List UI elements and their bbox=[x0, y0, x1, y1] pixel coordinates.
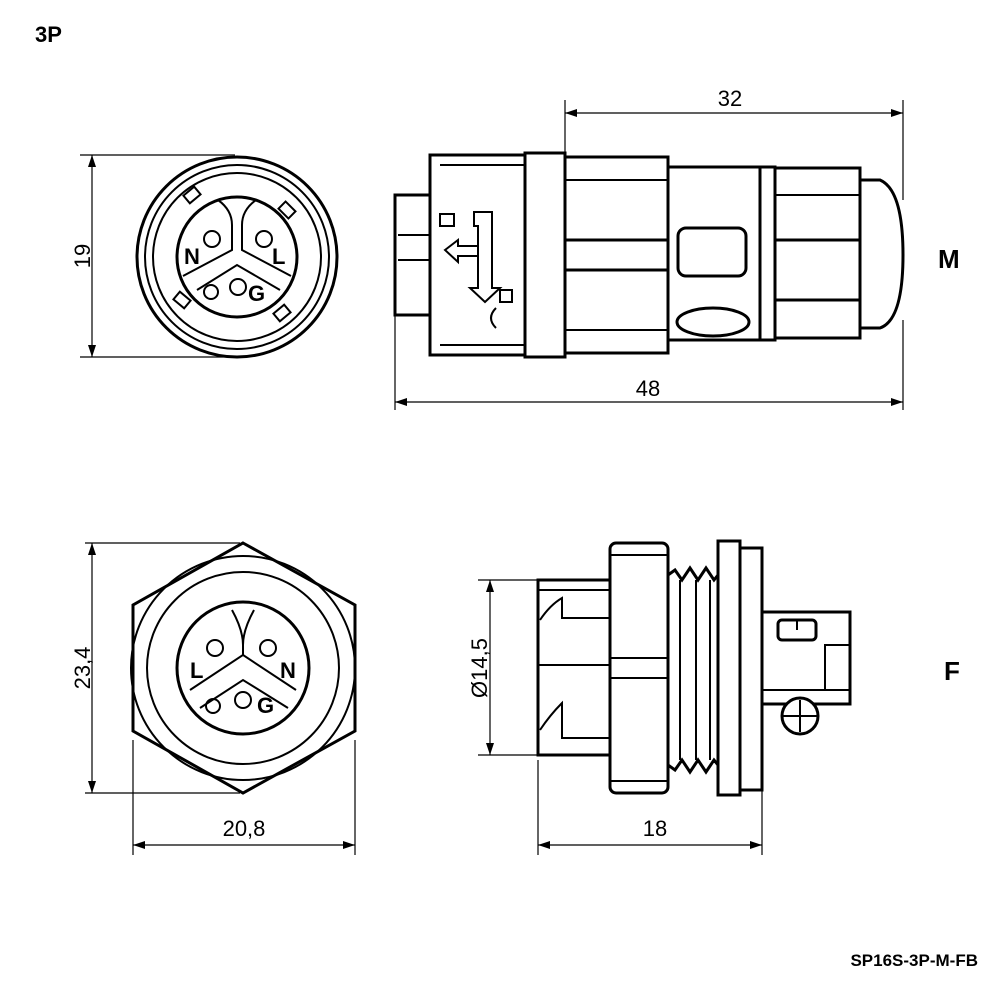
ring-edge bbox=[146, 571, 340, 765]
dim-diameter: Ø14,5 bbox=[467, 638, 492, 698]
pin-label-l: L bbox=[272, 244, 285, 269]
gasket-plate bbox=[738, 546, 764, 792]
pin-contact bbox=[255, 230, 273, 248]
dim-male-height: 19 bbox=[70, 244, 95, 268]
series-title: 3P bbox=[35, 22, 62, 47]
locking-notches bbox=[172, 185, 297, 323]
female-front-view: 23,4 20,8 L N G bbox=[70, 541, 357, 855]
front-sleeve bbox=[536, 578, 614, 757]
housing-oval bbox=[675, 306, 751, 338]
dim-female-height: 23,4 bbox=[70, 647, 95, 690]
female-side-view: Ø14,5 18 bbox=[467, 539, 852, 855]
arrowhead bbox=[891, 109, 903, 117]
insert-divider bbox=[196, 263, 281, 291]
housing-window bbox=[676, 226, 748, 278]
arrowhead bbox=[891, 398, 903, 406]
male-front-view: 19 N L G bbox=[70, 154, 339, 359]
socket-contact bbox=[206, 639, 224, 657]
dim-female-width: 20,8 bbox=[223, 816, 266, 841]
latch-hook bbox=[539, 596, 610, 621]
ring-edge bbox=[152, 172, 322, 342]
arrowhead bbox=[88, 345, 96, 357]
ring-edge bbox=[130, 555, 356, 781]
dim-female-length: 18 bbox=[643, 816, 667, 841]
arrowhead bbox=[88, 781, 96, 793]
insert-divider bbox=[241, 199, 292, 277]
padlock-shackle bbox=[490, 307, 497, 329]
pin-label-l: L bbox=[190, 658, 203, 683]
pin-label-n: N bbox=[184, 244, 200, 269]
seal-ring bbox=[758, 165, 777, 342]
male-side-view: 32 48 bbox=[393, 86, 905, 410]
socket-contact bbox=[234, 691, 252, 709]
front-pins bbox=[393, 193, 434, 317]
arrowhead bbox=[133, 841, 145, 849]
arrowhead bbox=[486, 743, 494, 755]
arrowhead bbox=[88, 155, 96, 167]
mounting-flange bbox=[716, 539, 742, 797]
arrowhead bbox=[395, 398, 407, 406]
ground-symbol-icon bbox=[205, 698, 221, 714]
pin-label-g: G bbox=[248, 281, 265, 306]
end-cap bbox=[858, 178, 905, 330]
arrowhead bbox=[88, 543, 96, 555]
locked-padlock-icon bbox=[499, 289, 513, 303]
ring-edge bbox=[144, 164, 330, 350]
arrowhead bbox=[486, 580, 494, 592]
cable-gland bbox=[773, 166, 862, 340]
panel-nut bbox=[608, 541, 670, 795]
insert-divider bbox=[182, 199, 233, 277]
unlock-direction-arrow-icon bbox=[443, 237, 479, 265]
insert-divider bbox=[242, 609, 297, 691]
arrowhead bbox=[538, 841, 550, 849]
variant-label-male: M bbox=[938, 244, 960, 274]
pin-contact bbox=[203, 230, 221, 248]
pin-label-n: N bbox=[280, 658, 296, 683]
body-section bbox=[563, 155, 670, 355]
variant-label-female: F bbox=[944, 656, 960, 686]
pin-contact bbox=[229, 278, 247, 296]
ground-symbol-icon bbox=[203, 284, 219, 300]
dim-total-length: 48 bbox=[636, 376, 660, 401]
arrowhead bbox=[750, 841, 762, 849]
grip-band bbox=[523, 151, 567, 359]
pin-label-g: G bbox=[257, 693, 274, 718]
lock-direction-arrow-icon bbox=[467, 211, 503, 304]
unlocked-padlock-icon bbox=[439, 213, 455, 227]
arrowhead bbox=[565, 109, 577, 117]
part-number: SP16S-3P-M-FB bbox=[850, 951, 978, 970]
dim-rear-length: 32 bbox=[718, 86, 742, 111]
arrowhead bbox=[343, 841, 355, 849]
socket-contact bbox=[259, 639, 277, 657]
latch-hook bbox=[539, 700, 610, 739]
